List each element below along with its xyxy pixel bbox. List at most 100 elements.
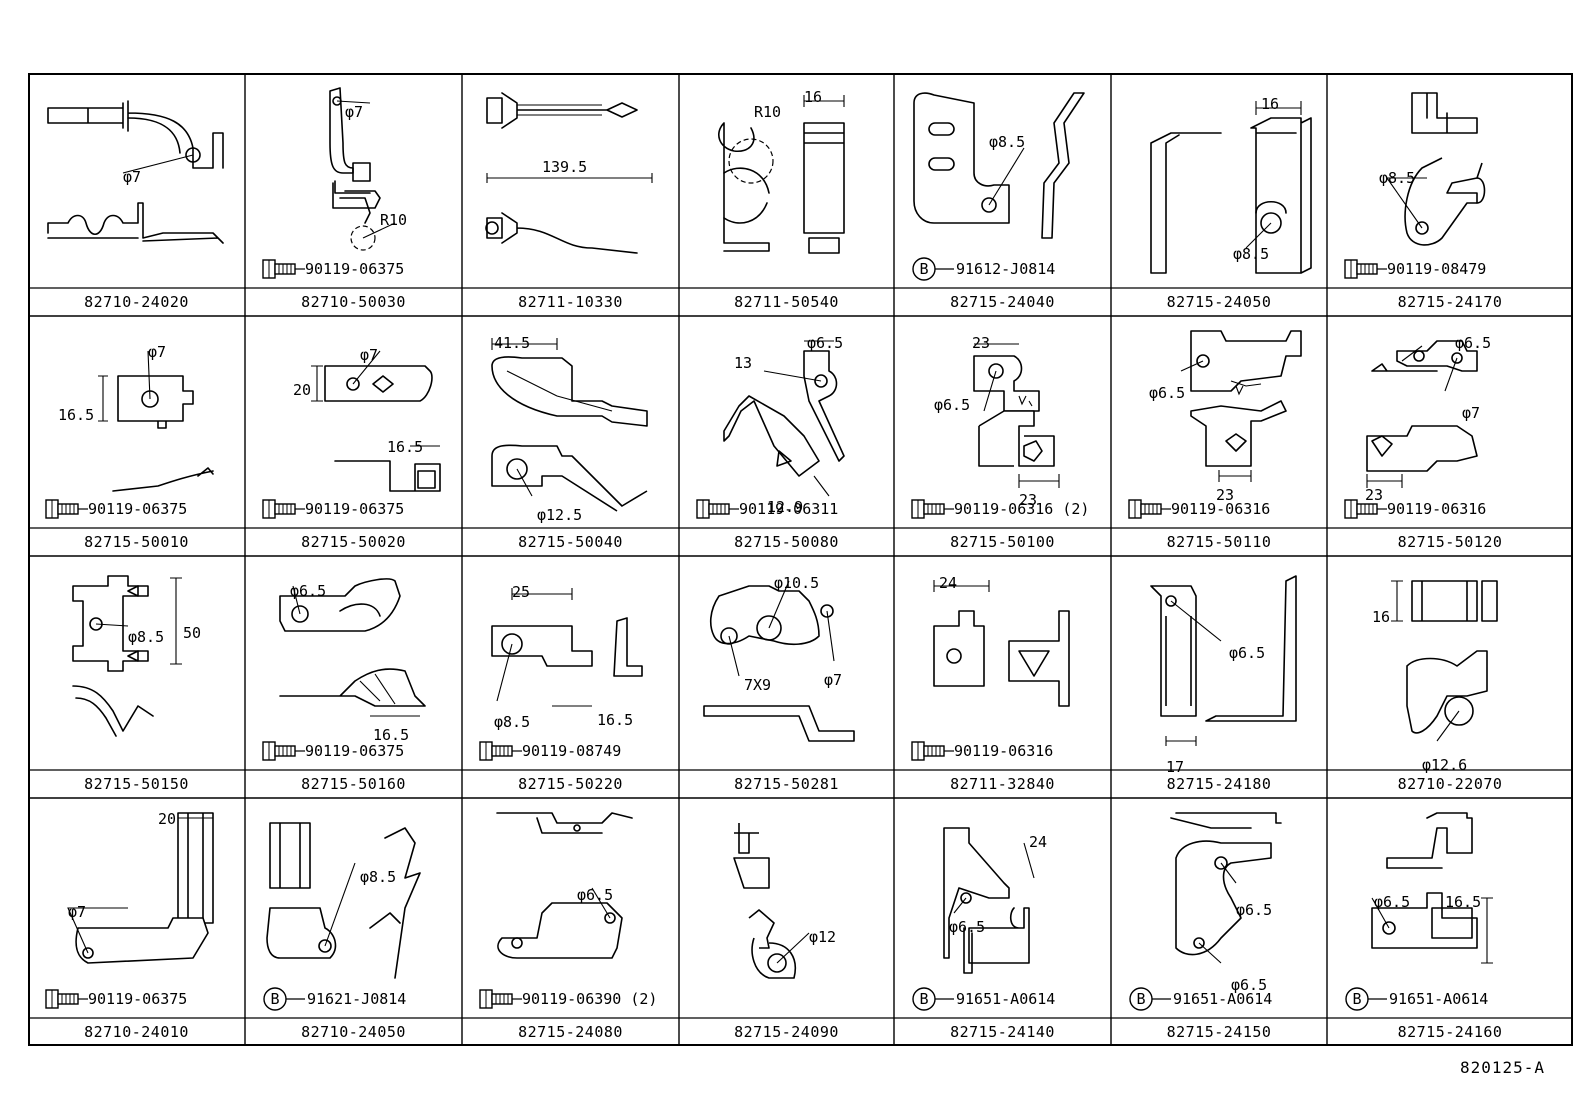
grid-border — [28, 73, 1573, 1046]
part-number: 82711-50540 — [734, 293, 839, 311]
bolt-part-number: 90119-06311 — [739, 500, 839, 518]
bolt-shank-icon — [274, 745, 296, 757]
part-line-art — [978, 410, 1055, 467]
part-line-art — [728, 138, 774, 184]
part-drawing — [943, 827, 1035, 974]
part-line-art — [1366, 345, 1458, 488]
dimension-label: 16 — [1372, 608, 1391, 626]
dimension-label: φ6.5 — [577, 886, 614, 904]
part-line-art — [709, 585, 820, 646]
part-line-art — [1255, 101, 1302, 115]
bolt-shank-icon — [57, 503, 79, 515]
part-line-art — [279, 668, 426, 707]
dimension-label: φ6.5 — [949, 918, 986, 936]
bolt-shank-icon — [1140, 503, 1162, 515]
part-drawing — [1170, 812, 1282, 964]
bolt-circle-letter: B — [1352, 990, 1361, 1008]
part-line-art — [803, 350, 845, 462]
part-number: 82715-50281 — [734, 775, 839, 793]
part-line-art — [604, 912, 616, 924]
part-drawing — [496, 812, 633, 959]
bolt-circle-letter: B — [270, 990, 279, 1008]
bolt-part-number: 90119-06375 — [305, 500, 405, 518]
part-line-art — [1386, 812, 1473, 869]
dimension-label: 41.5 — [494, 334, 531, 352]
dimension-label: 23 — [1365, 486, 1384, 504]
part-drawing — [1150, 575, 1297, 746]
dimension-label: φ6.5 — [290, 582, 327, 600]
part-drawing — [1366, 340, 1478, 488]
bolt-symbol — [1344, 259, 1387, 279]
dimension-label: 23 — [1019, 491, 1038, 509]
part-line-art — [324, 862, 356, 947]
part-drawing — [913, 92, 1085, 239]
part-drawing — [723, 340, 845, 497]
part-number: 82715-50110 — [1166, 533, 1272, 551]
bolt-part-number: 90119-06375 — [305, 742, 405, 760]
dimension-label: φ12.6 — [1422, 756, 1468, 774]
part-line-art — [311, 350, 440, 447]
dimension-label: φ6.5 — [1229, 644, 1266, 662]
dimension-label: φ7 — [68, 903, 87, 921]
part-line-art — [1230, 380, 1262, 396]
part-line-art — [1371, 363, 1438, 372]
part-line-art — [1214, 856, 1228, 870]
part-line-art — [1255, 200, 1287, 214]
dimension-label: 16.5 — [597, 711, 634, 729]
part-line-art — [573, 824, 581, 832]
part-drawing — [491, 338, 648, 512]
part-number: 82715-24160 — [1397, 1023, 1503, 1041]
part-line-art — [814, 374, 828, 388]
dimension-label: 50 — [183, 624, 202, 642]
dimension-label: φ6.5 — [1374, 893, 1411, 911]
part-number: 82715-50160 — [301, 775, 406, 793]
part-line-art — [803, 95, 845, 107]
bolt-part-number: 91651-A0614 — [956, 990, 1056, 1008]
part-line-art — [95, 577, 182, 665]
part-line-art — [98, 350, 151, 422]
part-line-art — [47, 100, 224, 169]
part-line-art — [112, 467, 214, 492]
part-line-art — [1165, 600, 1222, 746]
part-drawing — [485, 92, 653, 254]
bolt-symbol — [1128, 499, 1171, 519]
dimension-label: φ8.5 — [128, 628, 165, 646]
dimension-label: φ8.5 — [494, 713, 531, 731]
bolt-symbol — [262, 499, 305, 519]
dimension-label: 16.5 — [58, 406, 95, 424]
part-line-art — [933, 580, 990, 592]
part-number: 82715-50040 — [518, 533, 623, 551]
bolt-symbol: B — [263, 987, 305, 1011]
bolt-part-number: 91651-A0614 — [1389, 990, 1489, 1008]
part-line-art — [269, 822, 311, 889]
dimension-label: 20 — [158, 810, 177, 828]
part-drawing — [718, 95, 845, 254]
part-line-art — [1411, 92, 1478, 134]
part-line-art — [372, 375, 394, 393]
part-line-art — [517, 104, 602, 116]
part-line-art — [1225, 433, 1247, 452]
part-drawing — [491, 588, 643, 707]
part-number: 82710-24050 — [301, 1023, 406, 1041]
part-line-art — [334, 460, 441, 492]
part-line-art — [1371, 897, 1493, 964]
dimension-label: φ10.5 — [774, 574, 820, 592]
dimension-label: R10 — [754, 103, 782, 121]
part-number: 82715-50080 — [734, 533, 839, 551]
bolt-shank-icon — [708, 503, 730, 515]
dimension-label: φ12.5 — [537, 506, 583, 524]
part-line-art — [506, 370, 613, 412]
part-line-art — [496, 812, 633, 834]
part-line-art — [1406, 650, 1488, 734]
bolt-part-number: 91651-A0614 — [1173, 990, 1273, 1008]
part-line-art — [776, 450, 792, 467]
part-drawing — [72, 575, 182, 737]
bolt-symbol — [1344, 499, 1387, 519]
dimension-label: 16.5 — [373, 726, 410, 744]
